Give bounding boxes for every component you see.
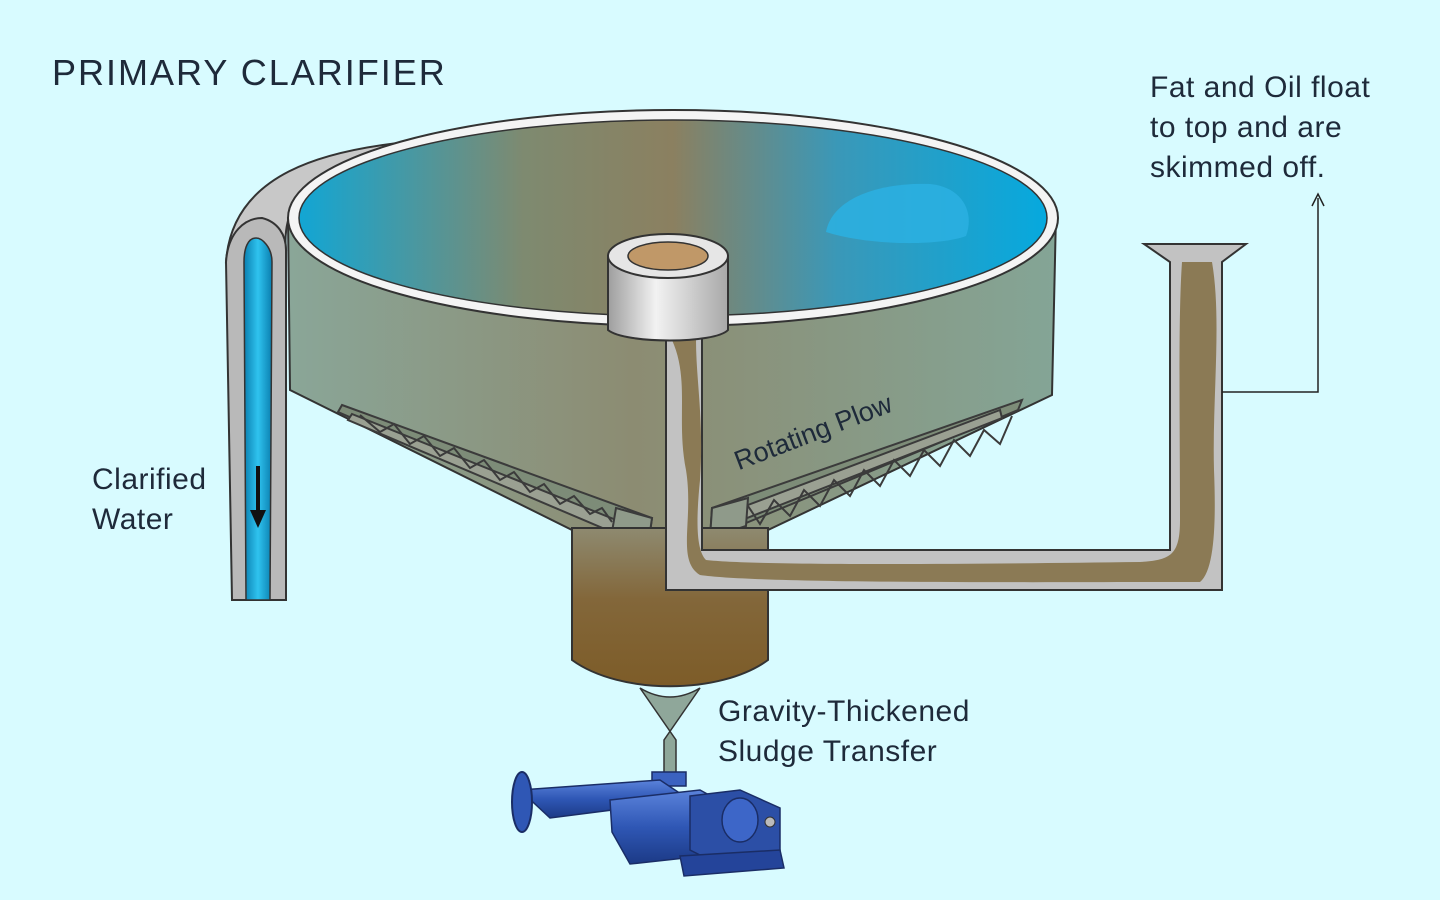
- page-title: PRIMARY CLARIFIER: [52, 52, 447, 93]
- down-arrow-icon: [250, 466, 266, 528]
- center-feed-well: [607, 233, 729, 342]
- clarified-water-label: Clarified Water: [92, 463, 207, 536]
- rotating-plow-left: [336, 403, 654, 548]
- skim-leader-line: [1222, 192, 1325, 393]
- tank-water-surface: [287, 109, 1059, 327]
- scum-pipe: [665, 243, 1249, 591]
- sludge-transfer-label: Gravity-Thickened Sludge Transfer: [718, 695, 970, 768]
- fat-oil-label: Fat and Oil float to top and are skimmed…: [1150, 71, 1371, 184]
- sludge-pump: [511, 771, 785, 877]
- clarified-water-pipe: [224, 216, 287, 601]
